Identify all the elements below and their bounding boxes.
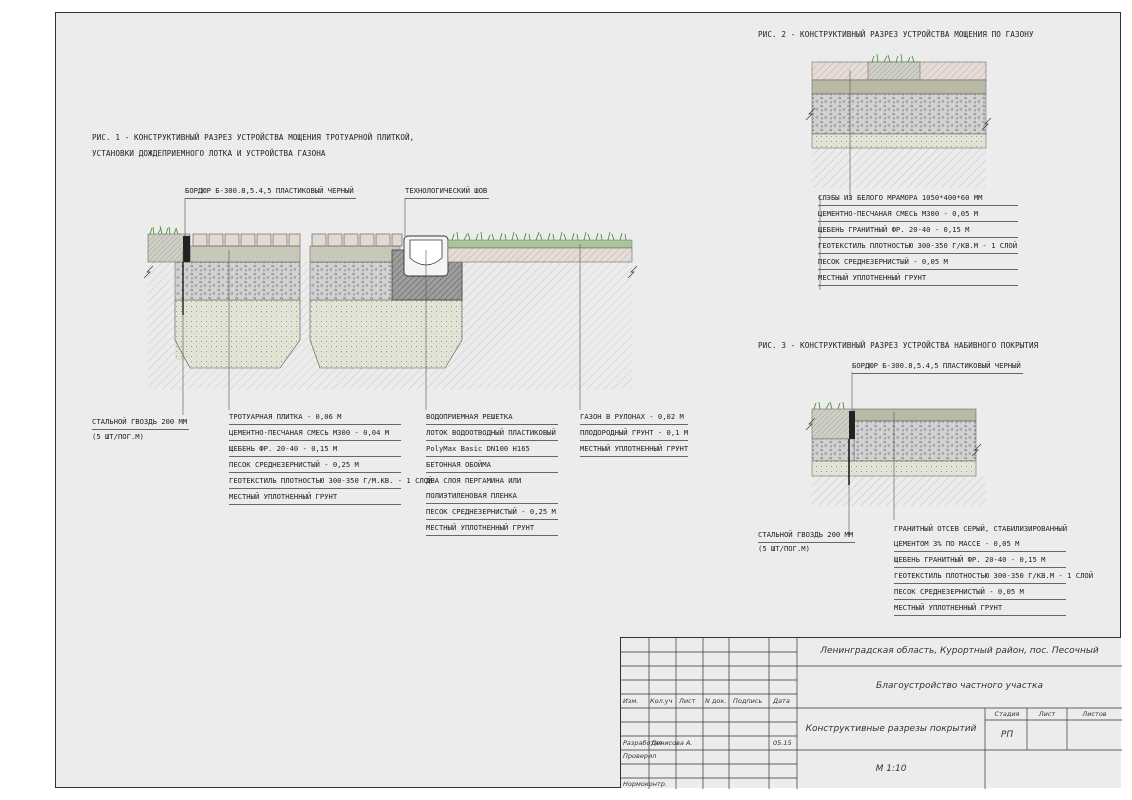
fig3-nail-label-2: (5 ШТ/ПОГ.М)	[758, 544, 810, 553]
project-text: Благоустройство частного участка	[876, 681, 1043, 691]
list-item: ЦЕМЕНТНО-ПЕСЧАНАЯ СМЕСЬ М300 - 0,05 М	[818, 206, 1018, 222]
list-item: ЩЕБЕНЬ ГРАНИТНЫЙ ФР. 20-40 - 0,15 М	[894, 552, 1066, 568]
title-block: Ленинградская область, Курортный район, …	[620, 637, 1122, 789]
list-item: МЕСТНЫЙ УПЛОТНЕННЫЙ ГРУНТ	[229, 489, 401, 505]
fig2-layers: СЛЭБЫ ИЗ БЕЛОГО МРАМОРА 1050*400*60 ММ Ц…	[818, 190, 1018, 286]
stage-header: Стадия	[994, 710, 1020, 718]
list-item: ЦЕМЕНТОМ 3% ПО МАССЕ - 0,05 М	[894, 536, 1066, 552]
fig1-nail-label-2: (5 ШТ/ПОГ.М)	[92, 432, 144, 441]
list-item: ПЕСОК СРЕДНЕЗЕРНИСТЫЙ - 0,25 М	[426, 504, 558, 520]
hdr-ndok: N док.	[705, 697, 727, 705]
list-item: ПОЛИЭТИЛЕНОВАЯ ПЛЕНКА	[426, 488, 558, 504]
fig3-curb-label: БОРДЮР Б-300.8,5.4,5 ПЛАСТИКОВЫЙ ЧЕРНЫЙ	[852, 358, 1023, 374]
title-block-grid	[621, 638, 1122, 789]
list-item: ГЕОТЕКСТИЛЬ ПЛОТНОСТЬЮ 300-350 Г/КВ.М - …	[894, 568, 1093, 584]
region-text: Ленинградская область, Курортный район, …	[820, 646, 1099, 656]
stage-value: РП	[1000, 730, 1014, 740]
fig1-caption-line1: РИС. 1 - КОНСТРУКТИВНЫЙ РАЗРЕЗ УСТРОЙСТВ…	[92, 133, 415, 142]
list-item: ЩЕБЕНЬ ГРАНИТНЫЙ ФР. 20-40 - 0,15 М	[818, 222, 1018, 238]
list-item: ПЛОДОРОДНЫЙ ГРУНТ - 0,1 М	[580, 425, 688, 441]
role-developer: Разработал	[623, 739, 663, 747]
sheet-title-text: Конструктивные разрезы покрытий	[805, 724, 977, 734]
list-item: МЕСТНЫЙ УПЛОТНЕННЫЙ ГРУНТ	[580, 441, 688, 457]
fig1-section	[143, 198, 638, 415]
fig2-caption: РИС. 2 - КОНСТРУКТИВНЫЙ РАЗРЕЗ УСТРОЙСТВ…	[758, 30, 1034, 39]
scale-text: М 1:10	[875, 764, 907, 774]
sheet-header: Лист	[1038, 710, 1056, 718]
list-item: ГРАНИТНЫЙ ОТСЕВ СЕРЫЙ, СТАБИЛИЗИРОВАННЫЙ	[894, 524, 1068, 533]
hdr-data: Дата	[773, 697, 790, 705]
role-normcontrol: Нормоконтр.	[623, 780, 668, 788]
list-item: ЦЕМЕНТНО-ПЕСЧАНАЯ СМЕСЬ М300 - 0,04 М	[229, 425, 401, 441]
list-item: МЕСТНЫЙ УПЛОТНЕННЫЙ ГРУНТ	[818, 270, 1018, 286]
fig1-paving-layers: ТРОТУАРНАЯ ПЛИТКА - 0,06 М ЦЕМЕНТНО-ПЕСЧ…	[229, 409, 432, 505]
fig2-section	[805, 53, 992, 290]
hdr-list: Лист	[679, 697, 696, 705]
list-item: ГЕОТЕКСТИЛЬ ПЛОТНОСТЬЮ 300-350 Г/М.КВ. -…	[229, 473, 432, 489]
hdr-izm: Изм.	[623, 697, 639, 705]
list-item: PolyMax Basic DN100 H165	[426, 441, 558, 457]
fig1-joint-label: ТЕХНОЛОГИЧЕСКИЙ ШОВ	[405, 183, 490, 199]
list-item: ГЕОТЕКСТИЛЬ ПЛОТНОСТЬЮ 300-350 Г/КВ.М - …	[818, 238, 1018, 254]
role-checker: Проверил	[623, 752, 657, 760]
list-item: ПЕСОК СРЕДНЕЗЕРНИСТЫЙ - 0,25 М	[229, 457, 401, 473]
list-item: БЕТОННАЯ ОБОЙМА	[426, 457, 558, 473]
fig3-caption: РИС. 3 - КОНСТРУКТИВНЫЙ РАЗРЕЗ УСТРОЙСТВ…	[758, 341, 1039, 350]
fig1-nail-label-1: СТАЛЬНОЙ ГВОЗДЬ 200 ММ	[92, 414, 190, 430]
list-item: ТРОТУАРНАЯ ПЛИТКА - 0,06 М	[229, 409, 401, 425]
list-item: СЛЭБЫ ИЗ БЕЛОГО МРАМОРА 1050*400*60 ММ	[818, 190, 1018, 206]
list-item: МЕСТНЫЙ УПЛОТНЕННЫЙ ГРУНТ	[894, 600, 1066, 616]
developer-date: 05.15	[773, 739, 792, 747]
list-item: ПЕСОК СРЕДНЕЗЕРНИСТЫЙ - 0,05 М	[818, 254, 1018, 270]
list-item: ПЕСОК СРЕДНЕЗЕРНИСТЫЙ - 0,05 М	[894, 584, 1066, 600]
list-item: ГАЗОН В РУЛОНАХ - 0,02 М	[580, 409, 688, 425]
list-item: ВОДОПРИЕМНАЯ РЕШЕТКА	[426, 409, 558, 425]
hdr-koluch: Кол.уч	[650, 697, 673, 705]
fig3-nail-label-1: СТАЛЬНОЙ ГВОЗДЬ 200 ММ	[758, 527, 856, 543]
fig1-lawn-layers: ГАЗОН В РУЛОНАХ - 0,02 М ПЛОДОРОДНЫЙ ГРУ…	[580, 409, 688, 457]
fig1-drain-layers: ВОДОПРИЕМНАЯ РЕШЕТКА ЛОТОК ВОДООТВОДНЫЙ …	[426, 409, 558, 536]
fig3-layers: ГРАНИТНЫЙ ОТСЕВ СЕРЫЙ, СТАБИЛИЗИРОВАННЫЙ…	[894, 521, 1093, 616]
sheets-total-header: Листов	[1082, 710, 1107, 718]
list-item: МЕСТНЫЙ УПЛОТНЕННЫЙ ГРУНТ	[426, 520, 558, 536]
fig1-curb-label: БОРДЮР Б-300.8,5.4,5 ПЛАСТИКОВЫЙ ЧЕРНЫЙ	[185, 183, 356, 199]
list-item: ЛОТОК ВОДООТВОДНЫЙ ПЛАСТИКОВЫЙ	[426, 425, 558, 441]
list-item: ДВА СЛОЯ ПЕРГАМИНА ИЛИ	[426, 476, 522, 485]
hdr-podpis: Подпись	[733, 697, 763, 705]
fig3-section	[805, 372, 986, 535]
fig1-caption-line2: УСТАНОВКИ ДОЖДЕПРИЕМНОГО ЛОТКА И УСТРОЙС…	[92, 149, 326, 158]
developer-name: Денисова А.	[651, 739, 693, 747]
list-item: ЩЕБЕНЬ ФР. 20-40 - 0,15 М	[229, 441, 401, 457]
